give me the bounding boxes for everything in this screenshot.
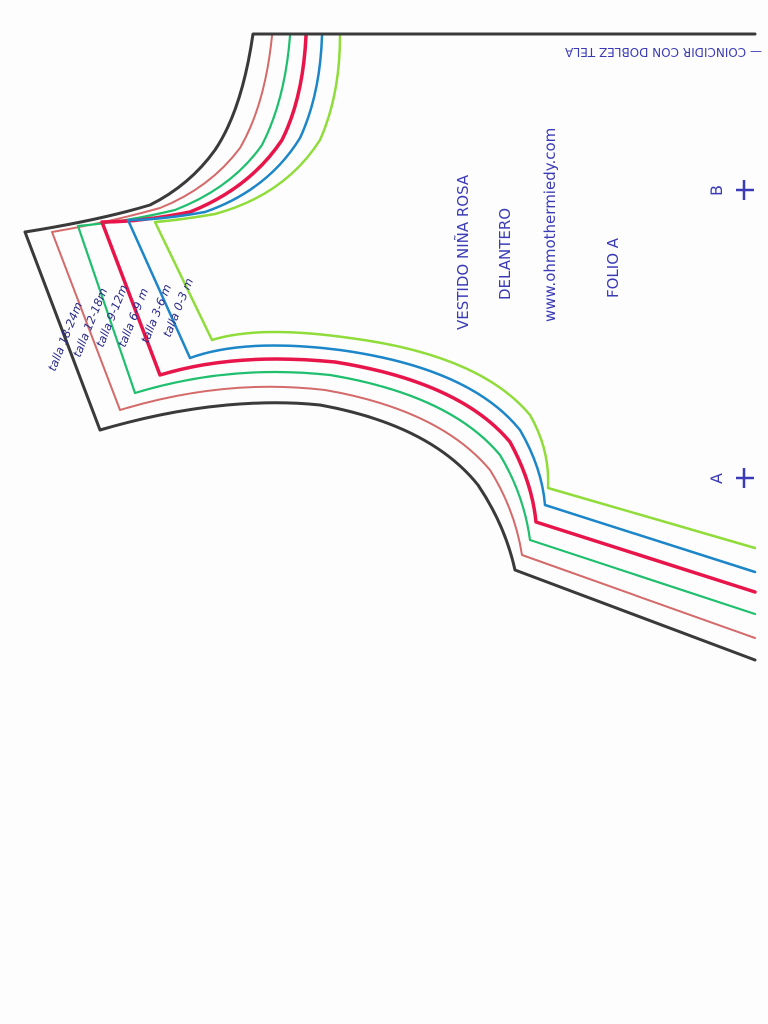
outline-6-9m — [100, 34, 757, 594]
pattern-labels: VESTIDO NIÑA ROSA DELANTERO www.ohmother… — [453, 128, 622, 330]
outline-9-12m — [76, 34, 757, 616]
outline-18-24m — [23, 32, 757, 662]
pattern-subtitle: DELANTERO — [496, 208, 514, 300]
outline-3-6m — [126, 34, 757, 574]
size-labels: talla 18-24m talla 12-18m talla 9-12m ta… — [45, 276, 196, 373]
pattern-title: VESTIDO NIÑA ROSA — [453, 174, 472, 330]
pattern-website: www.ohmothermiedy.com — [541, 128, 559, 322]
outline-12-18m — [51, 35, 756, 639]
notch-mark-a: A — [707, 468, 754, 488]
outline-0-3m — [153, 34, 757, 550]
pattern-folio: FOLIO A — [604, 237, 622, 298]
notch-label-b: B — [707, 185, 726, 196]
notch-label-a: A — [707, 473, 726, 484]
notch-mark-b: B — [707, 180, 754, 200]
fold-note: — COINCIDIR CON DOBLEZ TELA — [564, 45, 762, 59]
size-outlines — [23, 32, 757, 662]
